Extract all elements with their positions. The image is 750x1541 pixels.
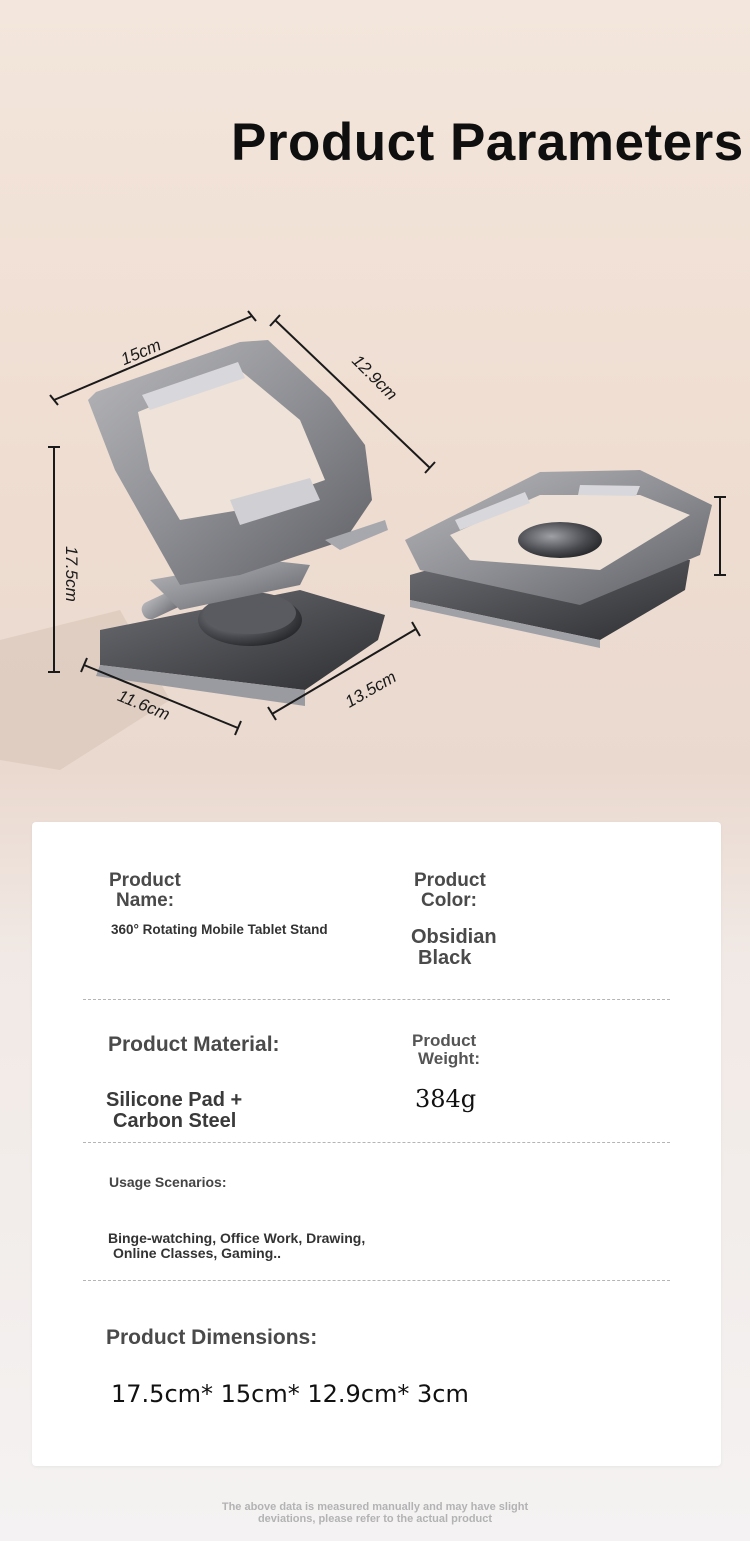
product-dimensions-value: 17.5cm* 15cm* 12.9cm* 3cm [111, 1380, 469, 1408]
dim-base-depth-label: 13.5cm [342, 667, 400, 711]
product-name-value: 360° Rotating Mobile Tablet Stand [111, 922, 328, 937]
row-separator [83, 1280, 670, 1281]
product-material-value-line1: Silicone Pad + [106, 1089, 243, 1111]
folded-stand-knob [518, 522, 602, 558]
product-dimensions-label: Product Dimensions: [106, 1326, 318, 1349]
product-weight-label: Product Weight: [412, 1032, 480, 1068]
usage-scenarios-value: Binge-watching, Office Work, Drawing, On… [108, 1231, 365, 1260]
product-color-label-line1: Product [414, 870, 486, 891]
page-title: Product Parameters [231, 113, 744, 172]
product-dimension-illustration: 15cm 12.9cm 17.5cm 11.6cm 13.5cm 3cm [0, 310, 750, 770]
product-material-value-line2: Carbon Steel [113, 1110, 237, 1132]
product-color-label-line2: Color: [421, 889, 477, 911]
dim-height-label: 17.5cm [62, 546, 81, 602]
disclaimer-line2: deviations, please refer to the actual p… [257, 1513, 493, 1526]
product-weight-label-line1: Product [412, 1031, 477, 1050]
product-material-value: Silicone Pad + Carbon Steel [106, 1090, 242, 1132]
product-name-label-line2: Name: [116, 889, 175, 911]
product-color-value-line2: Black [418, 947, 472, 969]
usage-scenarios-value-line2: Online Classes, Gaming.. [113, 1244, 282, 1261]
product-weight-label-line2: Weight: [418, 1048, 481, 1068]
disclaimer: The above data is measured manually and … [0, 1501, 750, 1525]
product-name-label-line1: Product [109, 870, 181, 891]
product-color-value-line1: Obsidian [411, 926, 497, 948]
usage-scenarios-label: Usage Scenarios: [109, 1174, 227, 1190]
usage-scenarios-value-line1: Binge-watching, Office Work, Drawing, [108, 1230, 366, 1246]
product-color-value: Obsidian Black [411, 927, 497, 969]
dim-thickness-label: 3cm [746, 518, 750, 550]
product-weight-value: 384g [415, 1085, 477, 1113]
row-separator [83, 1142, 670, 1143]
product-color-label: Product Color: [414, 871, 486, 911]
dim-depth-label: 12.9cm [348, 351, 401, 404]
stand-support-arm [150, 560, 310, 610]
row-separator [83, 999, 670, 1000]
disclaimer-line1: The above data is measured manually and … [221, 1501, 529, 1513]
product-material-label: Product Material: [108, 1033, 280, 1056]
parameters-card: Product Name: 360° Rotating Mobile Table… [32, 822, 721, 1466]
product-name-label: Product Name: [109, 871, 181, 911]
